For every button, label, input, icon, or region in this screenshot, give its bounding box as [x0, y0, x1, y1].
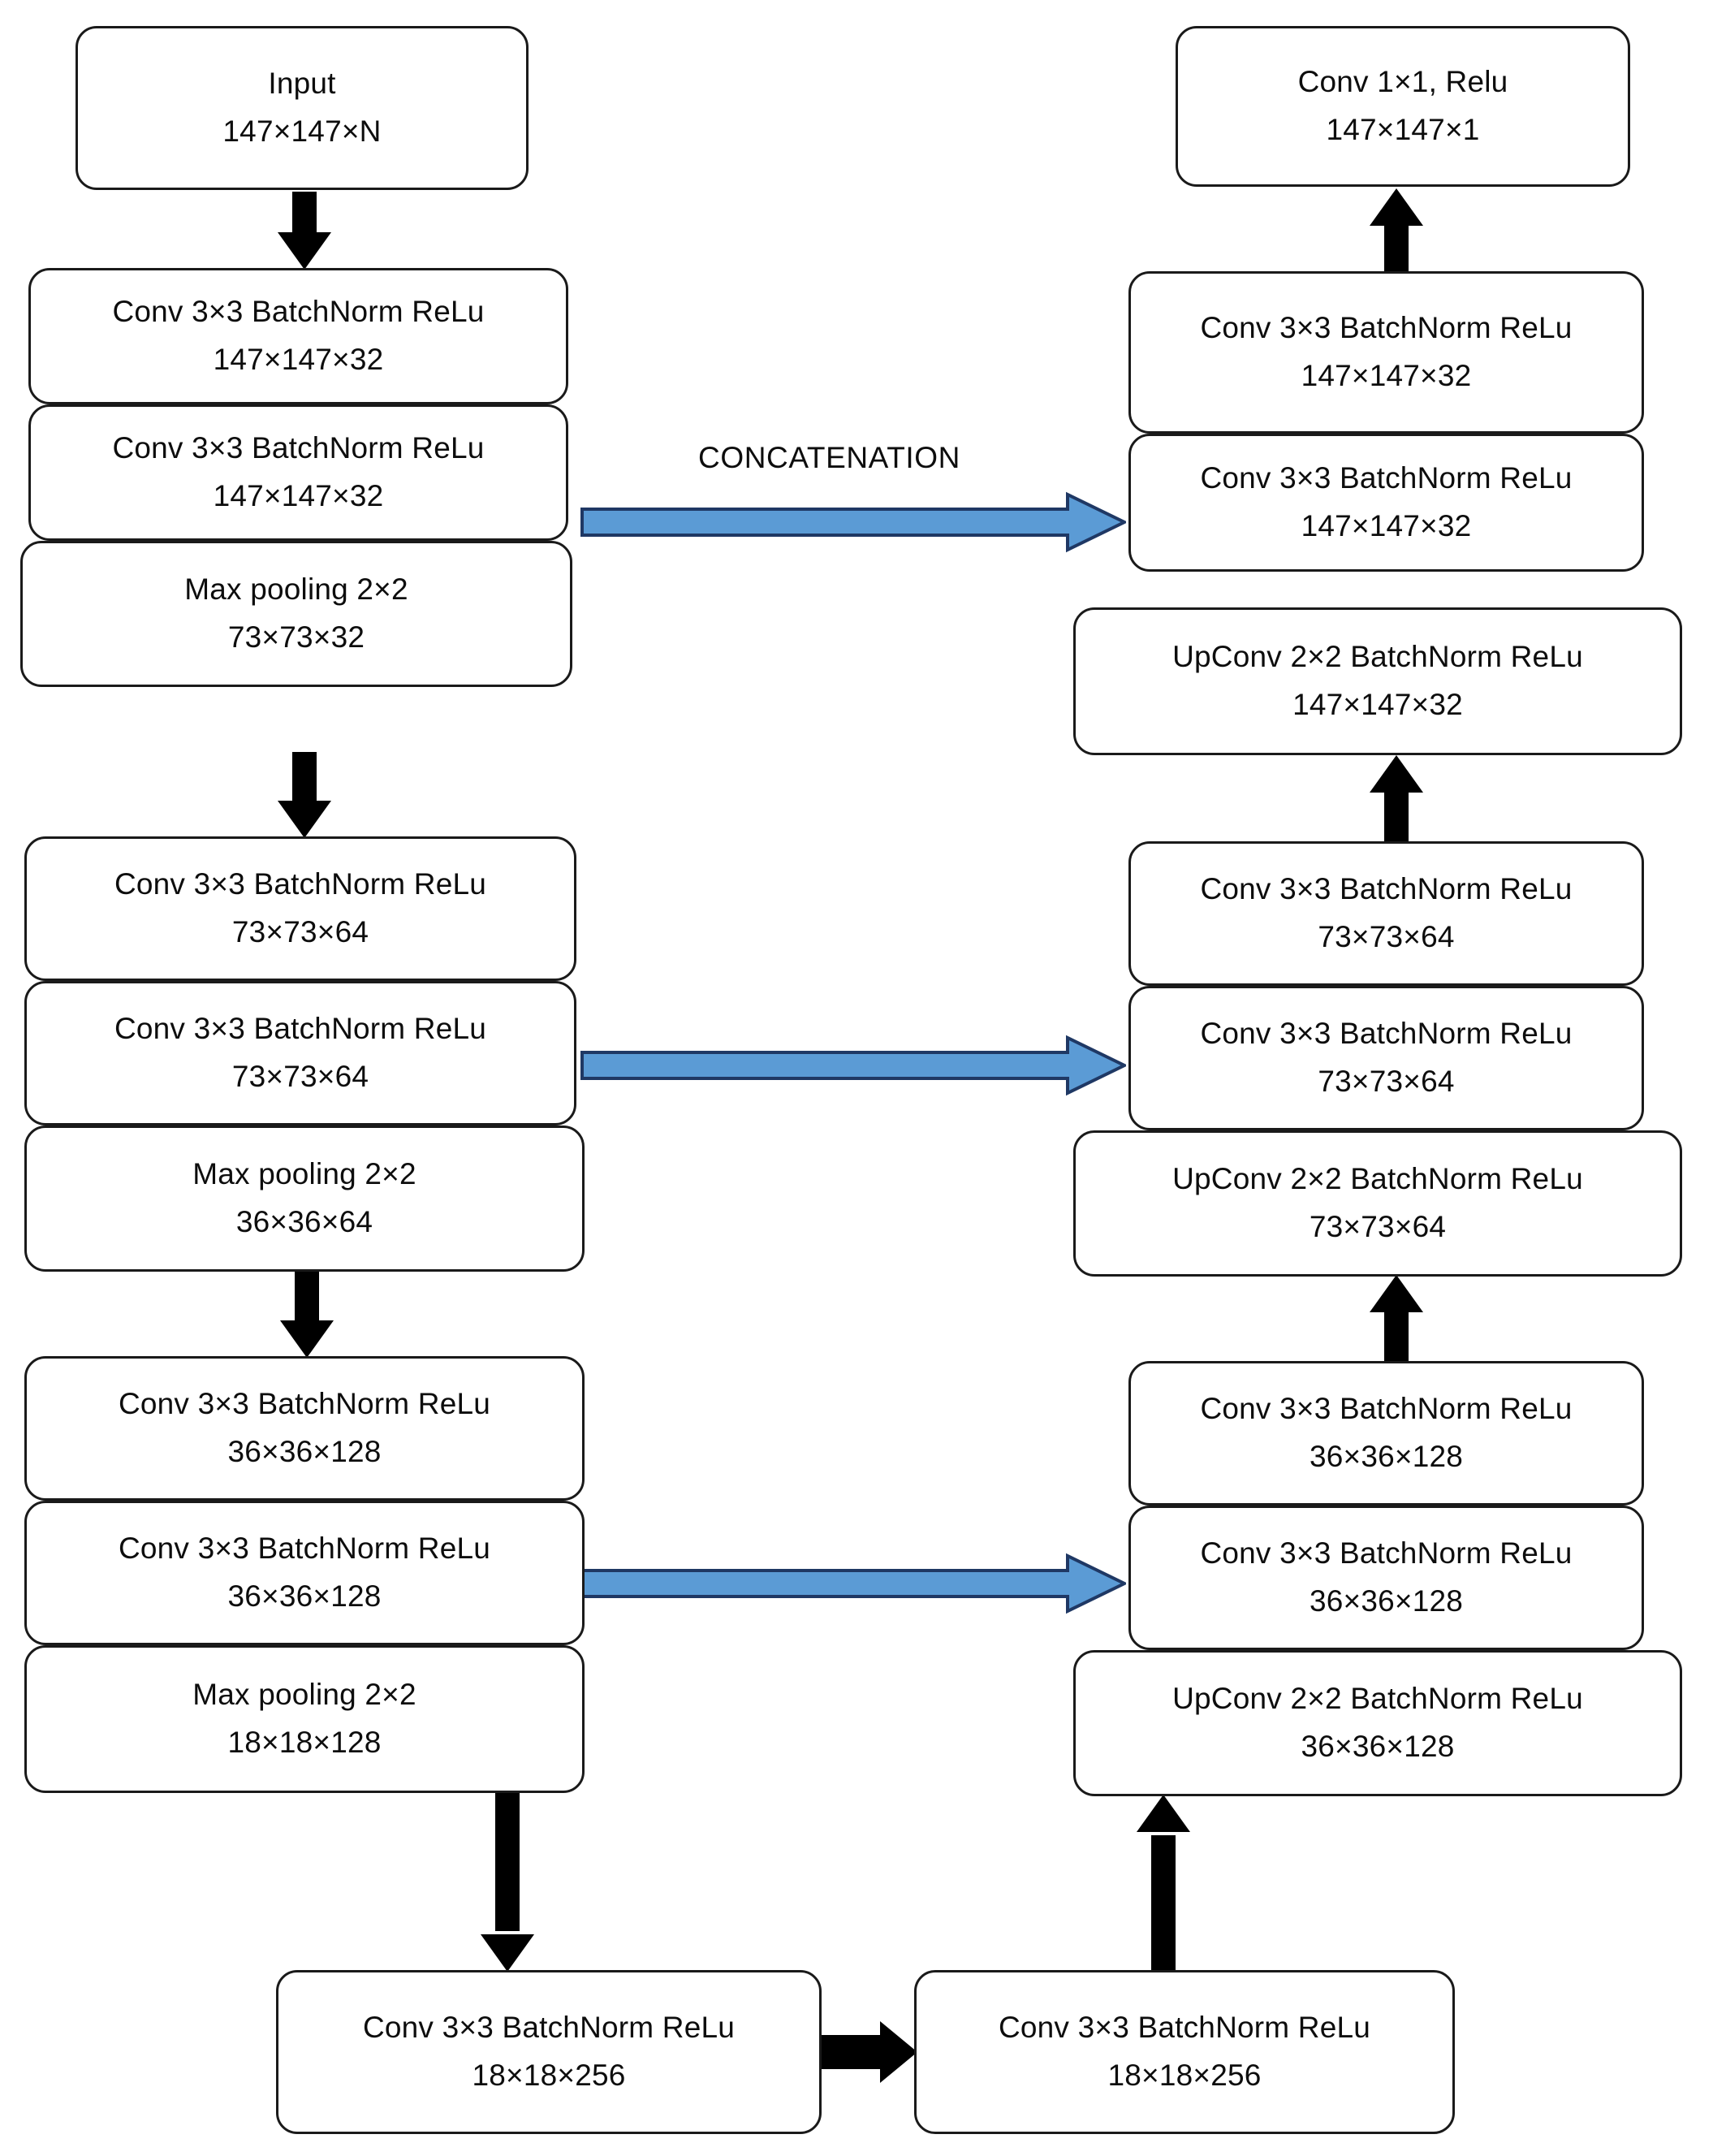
node-line-1: Conv 3×3 BatchNorm ReLu [1200, 872, 1573, 906]
node-line-2: 73×73×64 [1309, 1210, 1447, 1243]
node-decoder-b1-conv2[interactable]: Conv 3×3 BatchNorm ReLu 147×147×32 [1128, 434, 1644, 572]
node-encoder-b3-conv2[interactable]: Conv 3×3 BatchNorm ReLu 36×36×128 [24, 1501, 585, 1645]
node-decoder-b2-conv2[interactable]: Conv 3×3 BatchNorm ReLu 73×73×64 [1128, 986, 1644, 1130]
node-line-2: 73×73×64 [1318, 920, 1455, 953]
arrow-decoder-to-output [1370, 188, 1423, 273]
node-line-1: Conv 3×3 BatchNorm ReLu [112, 295, 485, 329]
arrow-head [1370, 1275, 1423, 1312]
node-decoder-b3-upconv[interactable]: UpConv 2×2 BatchNorm ReLu 36×36×128 [1073, 1650, 1682, 1796]
node-line-1: Max pooling 2×2 [192, 1678, 416, 1712]
arrow-encoder-block-1-to-2 [278, 752, 331, 838]
node-line-1: Max pooling 2×2 [184, 572, 408, 607]
arrow-head [280, 1320, 334, 1358]
node-encoder-b3-conv1[interactable]: Conv 3×3 BatchNorm ReLu 36×36×128 [24, 1356, 585, 1501]
node-line-1: Conv 3×3 BatchNorm ReLu [118, 1387, 491, 1421]
node-line-2: 147×147×32 [213, 479, 384, 512]
node-line-2: 147×147×32 [213, 343, 384, 376]
node-line-2: 73×73×64 [1318, 1065, 1455, 1098]
arrow-decoder-block-2-to-1 [1370, 755, 1423, 841]
arrow-shaft [292, 192, 317, 237]
node-line-2: 147×147×N [222, 114, 382, 148]
node-output[interactable]: Conv 1×1, Relu 147×147×1 [1176, 26, 1630, 187]
node-line-1: Conv 3×3 BatchNorm ReLu [112, 431, 485, 465]
arrow-encoder-block-3-to-bottleneck [479, 1793, 536, 1972]
node-line-2: 36×36×128 [1309, 1584, 1464, 1618]
node-decoder-b3-conv1[interactable]: Conv 3×3 BatchNorm ReLu 36×36×128 [1128, 1361, 1644, 1506]
node-encoder-b1-conv2[interactable]: Conv 3×3 BatchNorm ReLu 147×147×32 [28, 404, 568, 541]
node-bottleneck-right[interactable]: Conv 3×3 BatchNorm ReLu 18×18×256 [914, 1970, 1455, 2134]
arrow-head [278, 801, 331, 838]
node-line-2: 73×73×32 [227, 620, 365, 654]
node-line-1: Max pooling 2×2 [192, 1157, 416, 1191]
node-line-1: Conv 3×3 BatchNorm ReLu [1200, 461, 1573, 495]
arrow-shaft [1151, 1835, 1176, 1972]
node-line-1: Conv 3×3 BatchNorm ReLu [1200, 1392, 1573, 1426]
node-encoder-b2-conv2[interactable]: Conv 3×3 BatchNorm ReLu 73×73×64 [24, 981, 576, 1126]
node-line-2: 147×147×1 [1326, 113, 1480, 146]
node-line-2: 147×147×32 [1301, 359, 1472, 392]
arrow-shaft [1384, 1311, 1409, 1361]
node-line-1: Conv 3×3 BatchNorm ReLu [362, 2011, 736, 2045]
arrow-shaft [292, 752, 317, 802]
node-line-1: Conv 3×3 BatchNorm ReLu [118, 1532, 491, 1566]
node-line-2: 73×73×64 [231, 915, 369, 948]
node-line-1: UpConv 2×2 BatchNorm ReLu [1172, 1162, 1583, 1196]
node-line-2: 36×36×128 [227, 1579, 382, 1613]
arrow-bottleneck-to-decoder-block-3 [1135, 1795, 1192, 1972]
node-encoder-b2-pool[interactable]: Max pooling 2×2 36×36×64 [24, 1126, 585, 1272]
node-line-1: Conv 3×3 BatchNorm ReLu [1200, 1536, 1573, 1571]
arrow-decoder-block-3-to-2 [1370, 1275, 1423, 1361]
node-line-1: Conv 3×3 BatchNorm ReLu [1200, 1017, 1573, 1051]
arrow-head [1370, 188, 1423, 226]
node-decoder-b2-conv1[interactable]: Conv 3×3 BatchNorm ReLu 73×73×64 [1128, 841, 1644, 986]
arrow-head [278, 232, 331, 270]
arrow-shaft [495, 1793, 520, 1931]
node-encoder-b2-conv1[interactable]: Conv 3×3 BatchNorm ReLu 73×73×64 [24, 836, 576, 981]
node-bottleneck-left[interactable]: Conv 3×3 BatchNorm ReLu 18×18×256 [276, 1970, 822, 2134]
arrow-head [1370, 755, 1423, 793]
node-decoder-b3-conv2[interactable]: Conv 3×3 BatchNorm ReLu 36×36×128 [1128, 1506, 1644, 1650]
node-line-1: UpConv 2×2 BatchNorm ReLu [1172, 640, 1583, 674]
concatenation-label: CONCATENATION [698, 441, 960, 474]
node-encoder-b1-conv1[interactable]: Conv 3×3 BatchNorm ReLu 147×147×32 [28, 268, 568, 404]
arrow-shaft [1384, 224, 1409, 273]
node-line-2: 73×73×64 [231, 1060, 369, 1093]
arrow-encoder-block-2-to-3 [280, 1272, 334, 1358]
arrow-head [481, 1934, 534, 1972]
arrow-shaft [1384, 791, 1409, 841]
skip-connection-arrow-1[interactable] [580, 491, 1126, 553]
node-line-2: 147×147×32 [1301, 509, 1472, 542]
arrow-shaft [818, 2035, 883, 2069]
node-line-1: Conv 3×3 BatchNorm ReLu [114, 1012, 487, 1046]
node-line-1: Input [268, 67, 336, 101]
node-input[interactable]: Input 147×147×N [76, 26, 529, 190]
node-line-2: 18×18×256 [472, 2059, 626, 2092]
arrow-head [1137, 1795, 1190, 1832]
node-line-1: Conv 3×3 BatchNorm ReLu [114, 867, 487, 901]
node-line-2: 18×18×256 [1107, 2059, 1262, 2092]
skip-connection-arrow-2[interactable] [580, 1035, 1126, 1096]
node-line-2: 36×36×64 [235, 1205, 373, 1238]
node-line-2: 147×147×32 [1292, 688, 1463, 721]
arrow-bottleneck-left-to-right [818, 2016, 917, 2089]
node-decoder-b1-conv1[interactable]: Conv 3×3 BatchNorm ReLu 147×147×32 [1128, 271, 1644, 434]
arrow-shaft [295, 1272, 319, 1322]
node-line-2: 36×36×128 [1309, 1440, 1464, 1473]
node-encoder-b3-pool[interactable]: Max pooling 2×2 18×18×128 [24, 1645, 585, 1793]
skip-connection-arrow-3[interactable] [580, 1553, 1126, 1614]
node-line-1: UpConv 2×2 BatchNorm ReLu [1172, 1682, 1583, 1716]
node-line-2: 36×36×128 [1301, 1730, 1455, 1763]
node-decoder-b2-upconv[interactable]: UpConv 2×2 BatchNorm ReLu 73×73×64 [1073, 1130, 1682, 1277]
node-line-2: 18×18×128 [227, 1726, 382, 1759]
node-encoder-b1-pool[interactable]: Max pooling 2×2 73×73×32 [20, 541, 572, 687]
arrow-input-to-encoder-block-1 [278, 192, 331, 270]
node-decoder-b1-upconv[interactable]: UpConv 2×2 BatchNorm ReLu 147×147×32 [1073, 607, 1682, 755]
node-line-1: Conv 1×1, Relu [1297, 65, 1508, 99]
node-line-1: Conv 3×3 BatchNorm ReLu [998, 2011, 1371, 2045]
node-line-1: Conv 3×3 BatchNorm ReLu [1200, 311, 1573, 345]
arrow-head [880, 2021, 917, 2083]
node-line-2: 36×36×128 [227, 1435, 382, 1468]
